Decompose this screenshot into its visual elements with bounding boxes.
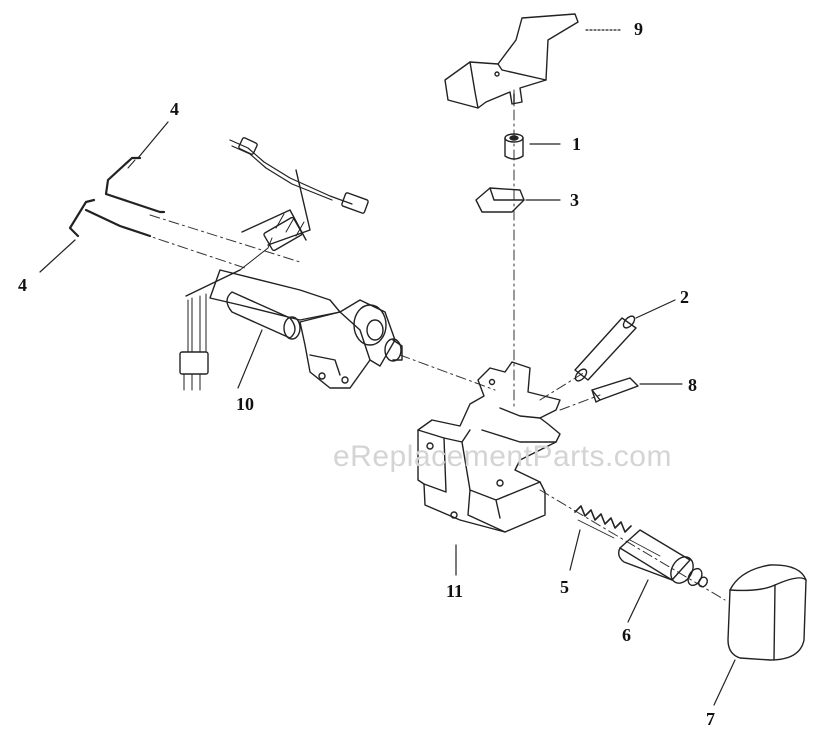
callout-8: 8: [688, 375, 697, 395]
callout-11: 11: [446, 581, 464, 601]
callout-9: 9: [634, 19, 643, 39]
part-1-bushing: [504, 133, 524, 160]
leader-lines: [39, 29, 736, 706]
callout-5: 5: [560, 577, 569, 597]
callout-10: 10: [236, 394, 254, 414]
callout-3: 3: [570, 190, 579, 210]
callout-7: 7: [706, 709, 715, 729]
watermark-text: eReplacementParts.com: [333, 440, 672, 473]
part-11-bracket: [417, 361, 561, 533]
callout-4-bottom: 4: [18, 275, 27, 295]
callout-6: 6: [622, 625, 631, 645]
part-7-knob: [727, 564, 807, 661]
callout-1: 1: [572, 134, 581, 154]
assembly-axis-lines: [139, 89, 726, 601]
part-2-pin: [574, 315, 637, 382]
part-9-cover: [444, 13, 579, 109]
part-6-plunger: [617, 529, 708, 588]
wire-harness: [229, 137, 369, 252]
part-5-spring: [574, 505, 632, 539]
callout-4-top: 4: [170, 99, 179, 119]
callout-2: 2: [680, 287, 689, 307]
part-4-rods: [68, 156, 166, 238]
part-8-bar: [591, 377, 639, 403]
part-10-motor-assembly: [179, 237, 403, 391]
part-3-clip: [475, 187, 525, 213]
